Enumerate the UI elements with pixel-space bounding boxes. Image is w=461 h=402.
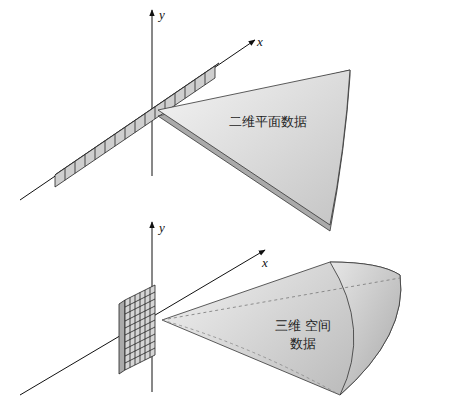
array-cell-line — [135, 121, 136, 133]
fan-3d — [162, 262, 401, 395]
array-cell-line — [175, 93, 176, 105]
plane-data-fan: 二维平面数据 — [227, 113, 309, 131]
array-cell-line — [75, 161, 76, 173]
array-cell-line — [125, 327, 155, 342]
array-cell-line — [145, 114, 146, 126]
axis-label: x — [262, 256, 268, 269]
array-cell-line — [125, 306, 155, 321]
array-cell-line — [125, 334, 155, 349]
array-cell-line — [95, 148, 96, 160]
array-cell-line — [205, 73, 206, 85]
axis-label: x — [257, 35, 263, 48]
array-cell-line — [125, 299, 155, 314]
array-cell-line — [115, 134, 116, 146]
array-cell-line — [125, 348, 155, 363]
array-cell-line — [125, 313, 155, 328]
array-cell-line — [155, 107, 156, 119]
array-cell-line — [125, 341, 155, 356]
array-cell-line — [125, 292, 155, 307]
planar-array — [119, 285, 155, 374]
array-cell-line — [125, 320, 155, 335]
array-cell-line — [105, 141, 106, 153]
array-cell-line — [195, 80, 196, 92]
array-cell-line — [185, 86, 186, 98]
axis-label: y — [159, 221, 165, 234]
fan-label: 三维 空间数据 — [272, 317, 334, 352]
array-cell-line — [125, 127, 126, 139]
array-cell-line — [65, 168, 66, 180]
space-data-fan: 三维 空间数据 — [272, 317, 334, 352]
fan-label: 二维平面数据 — [227, 113, 309, 131]
array-cell-line — [85, 155, 86, 167]
fan-2d — [158, 70, 350, 231]
axis-label: y — [159, 8, 165, 21]
